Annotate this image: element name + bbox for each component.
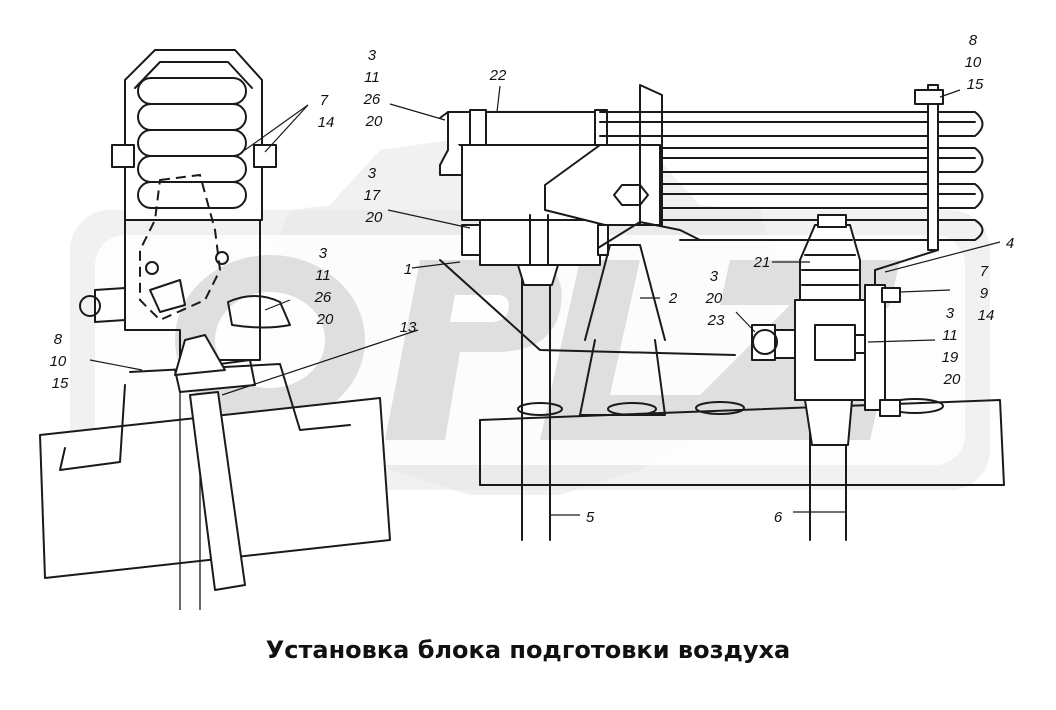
callout-22: 22	[489, 67, 507, 84]
leader-lines	[89, 85, 1001, 516]
heat-exchanger-left	[59, 49, 351, 591]
callout-5: 5	[586, 509, 595, 526]
callout-21: 21	[753, 254, 771, 271]
callout-1: 1	[404, 261, 412, 278]
callout-3-11-19-20: 3 11 19 20	[942, 305, 963, 388]
coil-pipes-right	[599, 84, 984, 331]
callout-7-9-14: 7 9 14	[978, 263, 995, 324]
assembly-drawing: 3 11 26 20 22 7 14 8 10 15 3 17 20 1 3 1…	[39, 32, 1015, 610]
callout-6: 6	[774, 509, 783, 526]
callout-8-10-15-left: 8 10 15	[50, 331, 71, 392]
callout-13: 13	[400, 319, 417, 336]
callout-4: 4	[1006, 235, 1014, 252]
callout-3-11-26-20-top: 3 11 26 20	[363, 47, 385, 130]
callout-labels: 3 11 26 20 22 7 14 8 10 15 3 17 20 1 3 1…	[50, 32, 1015, 526]
callout-7-14: 7 14	[318, 92, 335, 131]
callout-3-20-23: 3 20 23	[705, 268, 727, 329]
callout-3-11-26-20-mid: 3 11 26 20	[314, 245, 336, 328]
callout-2: 2	[668, 290, 678, 307]
callout-8-10-15-right: 8 10 15	[965, 32, 986, 93]
air-preparation-unit	[439, 84, 736, 416]
callout-3-17-20: 3 17 20	[364, 165, 385, 226]
valve-unit-right	[751, 214, 901, 446]
diagram-caption: Установка блока подготовки воздуха	[265, 636, 791, 664]
